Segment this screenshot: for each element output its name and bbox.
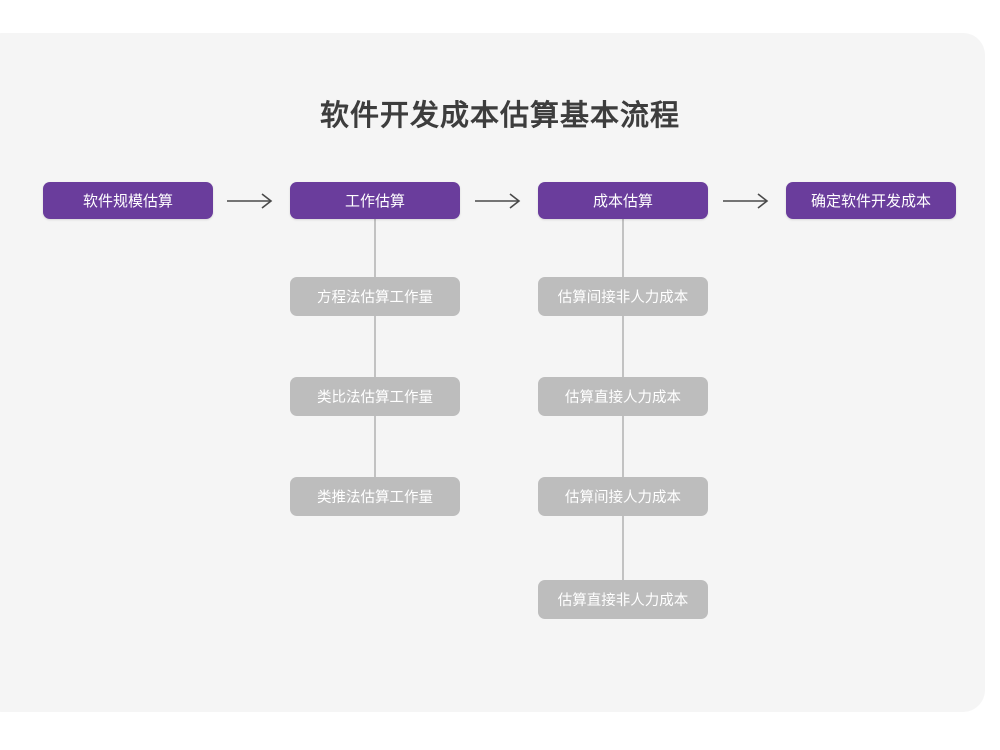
primary-step-determine-development-cost[interactable]: 确定软件开发成本 (786, 182, 956, 219)
primary-step-cost-estimation[interactable]: 成本估算 (538, 182, 708, 219)
branch-2-item-indirect-nonlabor-cost[interactable]: 估算间接非人力成本 (538, 277, 708, 316)
primary-step-effort-estimation[interactable]: 工作估算 (290, 182, 460, 219)
primary-step-software-scale-estimation[interactable]: 软件规模估算 (43, 182, 213, 219)
connector-line-branch-1 (374, 217, 376, 515)
branch-2-item-direct-nonlabor-cost[interactable]: 估算直接非人力成本 (538, 580, 708, 619)
branch-2-item-indirect-labor-cost[interactable]: 估算间接人力成本 (538, 477, 708, 516)
diagram-card-background (0, 33, 985, 712)
connector-line-branch-2 (622, 217, 624, 617)
diagram-title: 软件开发成本估算基本流程 (319, 100, 680, 132)
arrow-right-icon-1 (226, 191, 276, 211)
branch-2-item-direct-labor-cost[interactable]: 估算直接人力成本 (538, 377, 708, 416)
arrow-right-icon-3 (722, 191, 772, 211)
branch-1-item-inference-method[interactable]: 类推法估算工作量 (290, 477, 460, 516)
arrow-right-icon-2 (474, 191, 524, 211)
branch-1-item-equation-method[interactable]: 方程法估算工作量 (290, 277, 460, 316)
branch-1-item-analogy-method[interactable]: 类比法估算工作量 (290, 377, 460, 416)
